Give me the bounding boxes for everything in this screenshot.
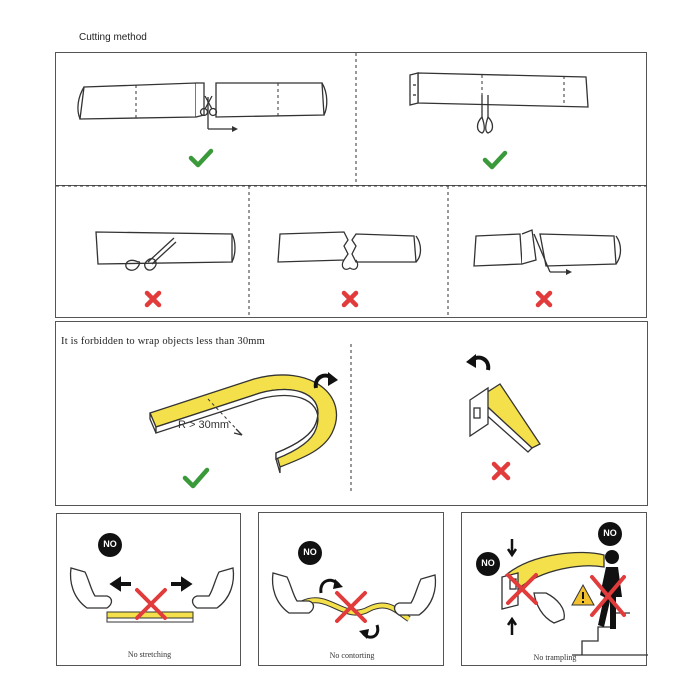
scissors-icon <box>476 95 494 134</box>
rotate-arrow-icon <box>313 372 338 389</box>
bend-rule-text: It is forbidden to wrap objects less tha… <box>61 336 265 347</box>
strip-wide-bend-illustration <box>149 374 338 474</box>
hand-icon <box>393 574 437 616</box>
no-trampling-panel: NO NO No trampling <box>461 512 648 666</box>
cross-icon <box>144 290 162 308</box>
cross-icon <box>506 573 538 605</box>
hand-icon <box>271 572 315 614</box>
incorrect-cutting-panel <box>55 185 648 318</box>
no-badge-text: NO <box>481 558 495 568</box>
divider-dashed <box>355 53 357 187</box>
check-icon <box>482 150 508 170</box>
radius-label: R > 30mm <box>178 419 230 431</box>
strip-cut-off-mark-illustration <box>95 231 236 271</box>
no-badge <box>298 541 322 565</box>
scissors-icon <box>199 95 218 117</box>
cross-icon <box>535 290 553 308</box>
caption-stretch: No stretching <box>127 650 172 659</box>
strip-cut-along-mark-illustration <box>409 72 589 108</box>
cutting-method-heading: Cutting method <box>79 32 147 43</box>
strip-sharp-bend-illustration <box>469 383 541 453</box>
cross-icon <box>335 591 367 623</box>
caption-contort: No contorting <box>329 651 375 660</box>
cross-icon <box>341 290 359 308</box>
caption-trample: No trampling <box>533 653 577 662</box>
strip-cut-at-mark-illustration <box>77 82 328 132</box>
strip-angled-cut-illustration <box>473 229 622 275</box>
no-badge-text: NO <box>603 528 617 538</box>
hand-icon <box>533 592 565 624</box>
no-badge-text: NO <box>303 547 317 557</box>
no-badge <box>476 552 500 576</box>
rotate-arrow-icon <box>466 354 491 371</box>
no-stretching-panel: NO No stretching <box>56 513 241 666</box>
check-icon <box>182 467 210 489</box>
hand-icon <box>191 567 235 609</box>
divider-dashed <box>350 344 352 492</box>
divider-dashed <box>56 185 648 318</box>
no-badge <box>598 522 622 546</box>
cross-icon <box>491 461 511 481</box>
warning-triangle-icon <box>571 583 595 606</box>
cross-icon <box>135 588 167 620</box>
check-icon <box>188 148 214 168</box>
no-badge <box>98 533 122 557</box>
bending-radius-panel: It is forbidden to wrap objects less tha… <box>55 321 648 506</box>
hand-icon <box>69 567 113 609</box>
no-badge-text: NO <box>103 539 117 549</box>
no-contorting-panel: NO No contorting <box>258 512 444 666</box>
cross-icon <box>590 575 626 617</box>
correct-cutting-panel <box>55 52 647 187</box>
strip-torn-gap-illustration <box>277 231 422 270</box>
